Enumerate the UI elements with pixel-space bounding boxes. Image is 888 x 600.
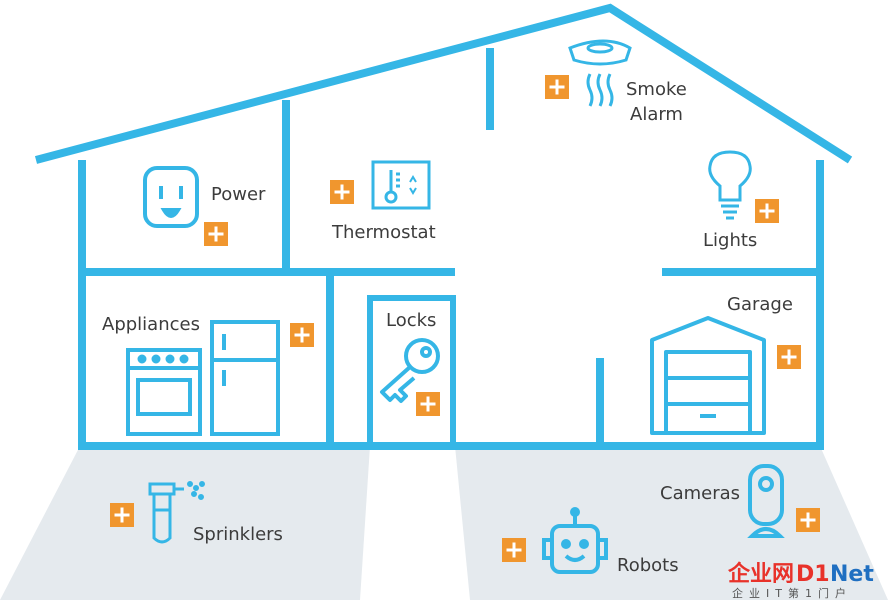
thermostat-icon [371, 160, 431, 210]
robots-add-button[interactable] [502, 538, 526, 562]
lights-add-button[interactable] [755, 199, 779, 223]
cameras-label: Cameras [660, 483, 740, 504]
lights-label: Lights [703, 230, 757, 251]
door-frame [367, 295, 456, 446]
locks-label: Locks [386, 310, 436, 331]
power-add-button[interactable] [204, 222, 228, 246]
camera-icon [747, 464, 785, 538]
smoke-alarm-icon [568, 39, 632, 107]
watermark-d1: D1 [796, 562, 830, 587]
smoke-add-button[interactable] [545, 75, 569, 99]
watermark-cn: 企业网 [727, 561, 794, 587]
cameras-add-button[interactable] [796, 508, 820, 532]
sprinklers-add-button[interactable] [110, 503, 134, 527]
locks-add-button[interactable] [416, 392, 440, 416]
garage-label: Garage [727, 294, 793, 315]
watermark-net: Net [830, 562, 874, 587]
garage-add-button[interactable] [777, 345, 801, 369]
left-walkway [0, 446, 370, 600]
key-icon [380, 338, 440, 403]
watermark-logo: 企业网 D1 Net 企业IT第1门户 [727, 561, 874, 600]
power-label: Power [211, 184, 266, 205]
appliances-add-button[interactable] [290, 323, 314, 347]
robot-icon [542, 507, 608, 574]
thermostat-label: Thermostat [331, 222, 436, 243]
garage-door-icon [650, 316, 766, 435]
power-outlet-icon [143, 166, 199, 228]
oven-fridge-icon [126, 320, 280, 436]
smoke-label-line1: Smoke [626, 79, 687, 100]
watermark-sub: 企业IT第1门户 [732, 586, 852, 600]
thermostat-add-button[interactable] [330, 180, 354, 204]
robots-label: Robots [617, 555, 679, 576]
right-walkway [455, 446, 888, 600]
sprinkler-icon [148, 481, 205, 544]
sprinklers-label: Sprinklers [193, 524, 283, 545]
light-bulb-icon [708, 150, 752, 220]
appliances-label: Appliances [102, 314, 200, 335]
smoke-label-line2: Alarm [630, 104, 683, 125]
roof-line [34, 3, 853, 164]
